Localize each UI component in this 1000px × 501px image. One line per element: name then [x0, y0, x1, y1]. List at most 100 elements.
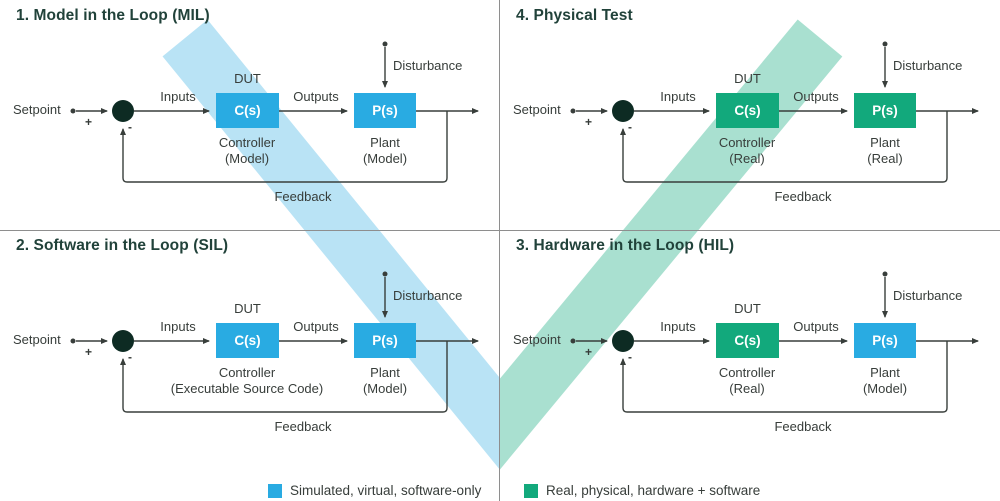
disturbance-label: Disturbance	[893, 58, 963, 73]
minus-sign: -	[128, 120, 132, 134]
plant-caption-line1: Plant	[370, 365, 400, 380]
plant-block: P(s)	[354, 323, 416, 358]
minus-sign: -	[628, 120, 632, 134]
plus-sign: +	[585, 115, 593, 129]
diagram-canvas	[0, 0, 500, 230]
loop-diagram-lines	[70, 271, 479, 413]
summing-junction	[112, 330, 134, 352]
inputs-label: Inputs	[660, 319, 696, 334]
controller-caption: Controller (Executable Source Code)	[147, 365, 347, 396]
quadrant-mil: 1. Model in the Loop (MIL) Setpoint + - …	[0, 0, 500, 230]
loop-diagram-lines	[70, 41, 479, 183]
disturbance-node	[382, 41, 388, 47]
summing-junction	[112, 100, 134, 122]
plant-caption-line1: Plant	[370, 135, 400, 150]
controller-caption: Controller (Real)	[647, 365, 847, 396]
feedback-label: Feedback	[774, 419, 832, 434]
inputs-label: Inputs	[660, 89, 696, 104]
controller-caption: Controller (Real)	[647, 135, 847, 166]
loop-diagram-lines	[570, 41, 979, 183]
plant-caption-line2: (Model)	[862, 380, 908, 396]
diagram-canvas	[500, 230, 1000, 460]
setpoint-label: Setpoint	[513, 332, 561, 347]
setpoint-node	[570, 108, 576, 114]
inputs-label: Inputs	[160, 89, 196, 104]
loop-diagram-lines	[570, 271, 979, 413]
disturbance-node	[882, 271, 888, 277]
horizontal-divider	[0, 230, 1000, 231]
controller-caption-line2: (Model)	[224, 150, 270, 166]
inputs-label: Inputs	[160, 319, 196, 334]
quadrant-sil: 2. Software in the Loop (SIL) Setpoint +…	[0, 230, 500, 460]
disturbance-label: Disturbance	[393, 58, 463, 73]
controller-caption-line1: Controller	[218, 365, 276, 380]
controller-caption-line2: (Executable Source Code)	[170, 380, 324, 396]
disturbance-label: Disturbance	[393, 288, 463, 303]
setpoint-label: Setpoint	[13, 102, 61, 117]
controller-caption-line1: Controller	[718, 135, 776, 150]
controller-block: C(s)	[216, 323, 279, 358]
outputs-label: Outputs	[293, 319, 339, 334]
feedback-label: Feedback	[774, 189, 832, 204]
summing-junction	[612, 100, 634, 122]
plant-caption-line1: Plant	[870, 365, 900, 380]
feedback-path	[620, 341, 948, 413]
disturbance-node	[382, 271, 388, 277]
dut-label: DUT	[234, 71, 261, 86]
controller-caption-line2: (Real)	[729, 150, 765, 166]
outputs-label: Outputs	[293, 89, 339, 104]
controller-block: C(s)	[216, 93, 279, 128]
plant-caption: Plant (Model)	[330, 135, 440, 166]
plant-caption: Plant (Model)	[830, 365, 940, 396]
plant-caption-line1: Plant	[870, 135, 900, 150]
feedback-path	[120, 111, 448, 183]
setpoint-node	[570, 338, 576, 344]
setpoint-label: Setpoint	[13, 332, 61, 347]
feedback-path	[120, 341, 448, 413]
minus-sign: -	[128, 350, 132, 364]
setpoint-node	[70, 338, 76, 344]
disturbance-node	[882, 41, 888, 47]
plant-block: P(s)	[854, 323, 916, 358]
feedback-path	[620, 111, 948, 183]
outputs-label: Outputs	[793, 89, 839, 104]
dut-label: DUT	[234, 301, 261, 316]
vertical-divider	[499, 0, 500, 501]
controller-caption-line1: Controller	[718, 365, 776, 380]
quadrant-title: 3. Hardware in the Loop (HIL)	[516, 237, 735, 254]
plant-block: P(s)	[354, 93, 416, 128]
plus-sign: +	[85, 345, 93, 359]
minus-sign: -	[628, 350, 632, 364]
dut-label: DUT	[734, 71, 761, 86]
plus-sign: +	[585, 345, 593, 359]
plant-caption: Plant (Model)	[330, 365, 440, 396]
plant-block: P(s)	[854, 93, 916, 128]
setpoint-label: Setpoint	[513, 102, 561, 117]
quadrant-title: 1. Model in the Loop (MIL)	[16, 7, 210, 24]
setpoint-node	[70, 108, 76, 114]
controller-caption: Controller (Model)	[147, 135, 347, 166]
real-band	[500, 19, 843, 470]
feedback-label: Feedback	[274, 189, 332, 204]
diagram-canvas	[500, 0, 1000, 230]
outputs-label: Outputs	[793, 319, 839, 334]
quadrant-hil: 3. Hardware in the Loop (HIL) Setpoint +…	[500, 230, 1000, 460]
diagram-canvas	[0, 230, 500, 460]
plant-caption-line2: (Real)	[867, 150, 903, 166]
controller-caption-line2: (Real)	[729, 380, 765, 396]
feedback-label: Feedback	[274, 419, 332, 434]
plant-caption-line2: (Model)	[362, 380, 408, 396]
controller-block: C(s)	[716, 93, 779, 128]
plant-caption: Plant (Real)	[830, 135, 940, 166]
simulated-band	[162, 19, 500, 470]
controller-caption-line1: Controller	[218, 135, 276, 150]
quadrant-physical-test: 4. Physical Test Setpoint + - Inputs DUT…	[500, 0, 1000, 230]
quadrant-title: 2. Software in the Loop (SIL)	[16, 237, 229, 254]
quadrant-title: 4. Physical Test	[516, 7, 633, 24]
summing-junction	[612, 330, 634, 352]
plus-sign: +	[85, 115, 93, 129]
dut-label: DUT	[734, 301, 761, 316]
controller-block: C(s)	[716, 323, 779, 358]
